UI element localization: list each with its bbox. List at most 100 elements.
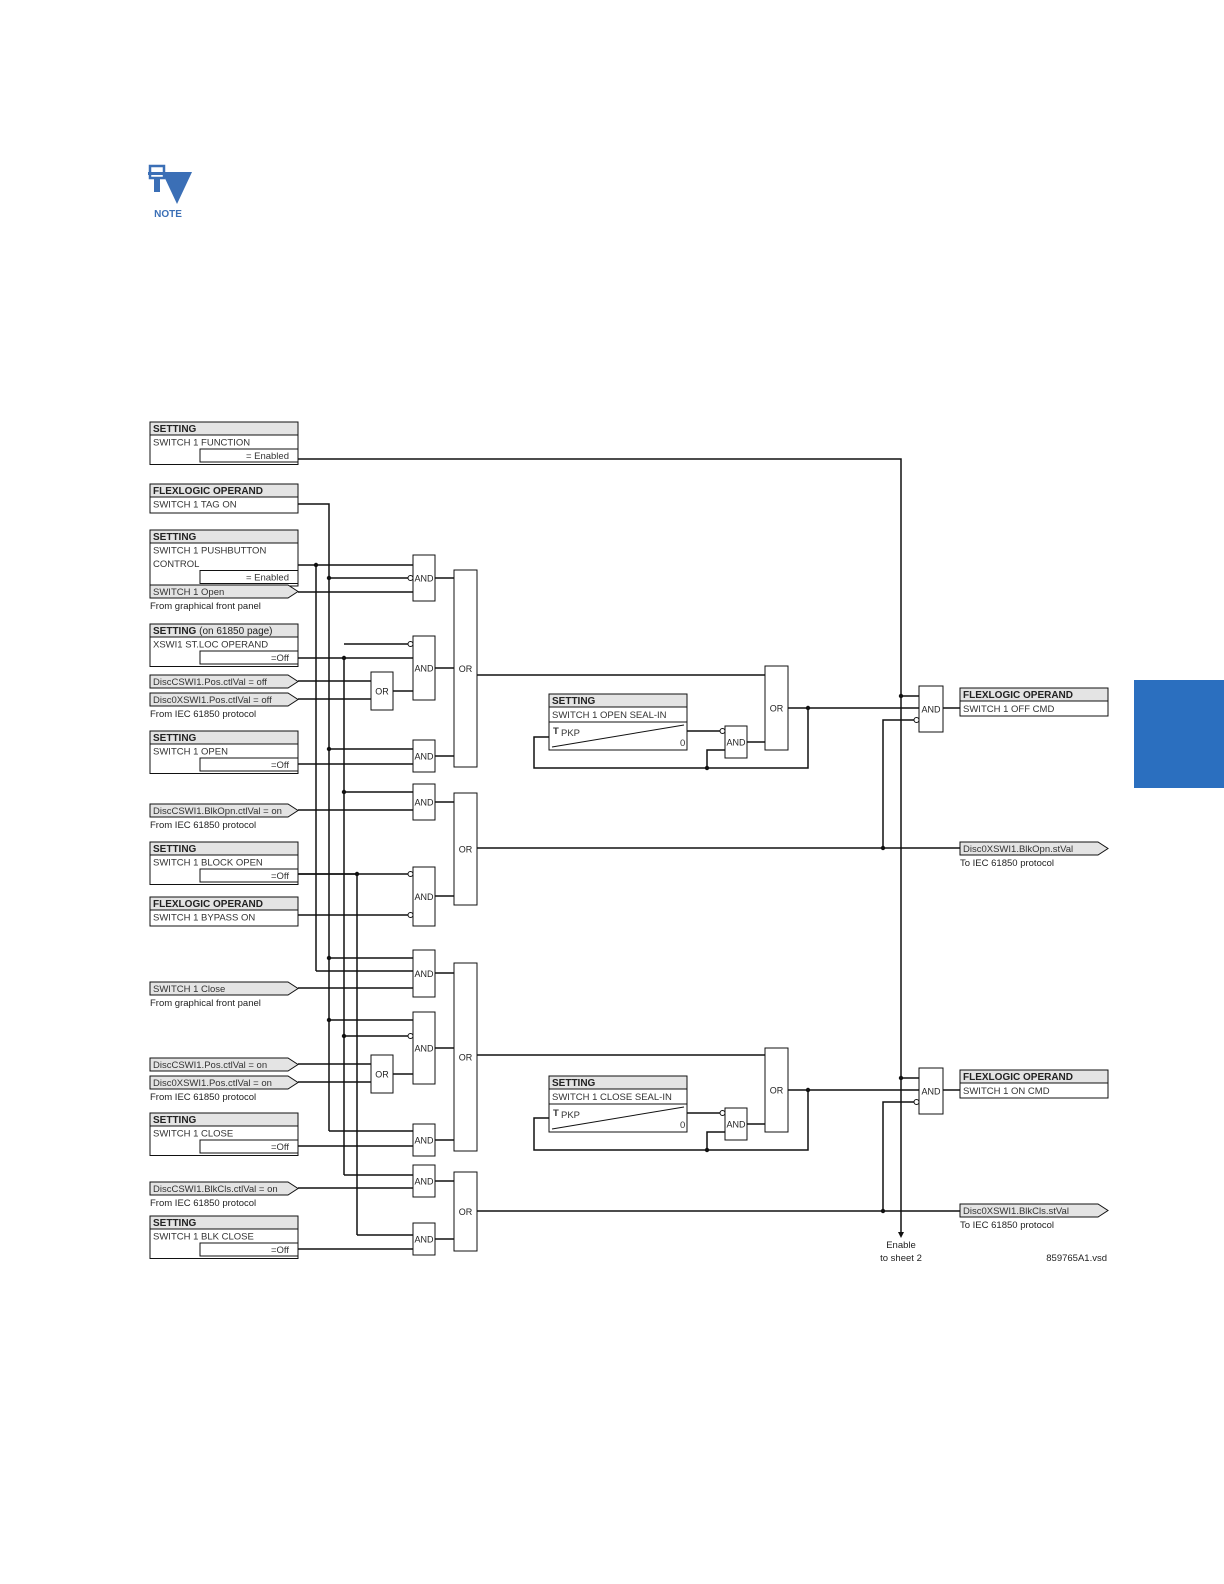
wire <box>533 1090 809 1151</box>
junction-dot <box>326 955 332 961</box>
and-gate-on-cmd-label: AND <box>921 1087 941 1097</box>
note-label: NOTE <box>154 209 182 220</box>
source-note-iec1: From IEC 61850 protocol <box>150 709 256 720</box>
setting-switch1-function-line: SWITCH 1 FUNCTION <box>153 438 250 449</box>
setting-switch1-close-line: SWITCH 1 CLOSE <box>153 1129 233 1140</box>
or-gate-seal-close-label: OR <box>770 1086 784 1096</box>
setting-switch1-function-value-box <box>199 448 299 463</box>
operand-switch1-on-cmd-name: SWITCH 1 ON CMD <box>963 1086 1050 1097</box>
junction-dot <box>341 655 347 661</box>
setting-switch1-pushbutton-control-line: CONTROL <box>153 559 199 570</box>
setting-switch1-block-open-line: SWITCH 1 BLOCK OPEN <box>153 858 263 869</box>
junction-dot <box>313 562 319 568</box>
wire <box>298 503 330 1131</box>
signal-disccswi1-pos-on-text: DiscCSWI1.Pos.ctlVal = on <box>153 1060 267 1071</box>
setting-switch1-pushbutton-control-value-box <box>199 570 299 584</box>
setting-switch1-open-line: SWITCH 1 OPEN <box>153 747 228 758</box>
or-gate-close-label: OR <box>459 1053 473 1063</box>
signal-disccswi1-blkopn-text: DiscCSWI1.BlkOpn.ctlVal = on <box>153 806 282 817</box>
or-gate-open-label: OR <box>459 664 473 674</box>
setting-close-seal-in-timer-t: T <box>553 1108 559 1119</box>
and-gate-5-label: AND <box>414 892 434 902</box>
setting-switch1-close-header-text: SETTING <box>153 1115 197 1126</box>
inverter-bubble <box>407 912 414 918</box>
inverter-bubble <box>407 1033 414 1039</box>
setting-switch1-pushbutton-control-line: SWITCH 1 PUSHBUTTON <box>153 546 266 557</box>
setting-switch1-blk-close-line: SWITCH 1 BLK CLOSE <box>153 1232 254 1243</box>
signal-disccswi1-pos-off-text: DiscCSWI1.Pos.ctlVal = off <box>153 677 267 688</box>
signal-disc0xswi1-pos-off-text: Disc0XSWI1.Pos.ctlVal = off <box>153 695 272 706</box>
setting-open-seal-in-timer-zero: 0 <box>680 738 685 749</box>
setting-xswi1-stloc-operand-line: XSWI1 ST.LOC OPERAND <box>153 640 268 651</box>
signal-disccswi1-blkopn <box>149 803 299 818</box>
junction-dot <box>326 746 332 752</box>
operand-switch1-bypass-on-line: SWITCH 1 BYPASS ON <box>153 913 255 924</box>
inverter-bubble <box>913 717 920 723</box>
or-gate-pos-off-label: OR <box>375 687 389 697</box>
setting-open-seal-in-timer-t: T <box>553 726 559 737</box>
junction-dot <box>326 1017 332 1023</box>
enable-label: to sheet 2 <box>880 1253 922 1264</box>
signal-disccswi1-pos-on <box>149 1057 299 1072</box>
or-gate-block-open <box>453 792 478 906</box>
source-note-gpopen: From graphical front panel <box>150 601 261 612</box>
inverter-bubble <box>407 575 414 581</box>
operand-switch1-bypass-on-header-text: FLEXLOGIC OPERAND <box>153 899 263 910</box>
inverter-bubble <box>407 641 414 647</box>
source-note-iec4: From IEC 61850 protocol <box>150 1198 256 1209</box>
wire <box>298 657 345 1175</box>
signal-switch1-open-gp-text: SWITCH 1 Open <box>153 587 224 598</box>
and-gate-10-label: AND <box>414 1235 434 1245</box>
signal-disccswi1-pos-off <box>149 674 299 689</box>
setting-open-seal-in-name: SWITCH 1 OPEN SEAL-IN <box>552 710 667 721</box>
and-gate-1-label: AND <box>414 574 434 584</box>
source-note-iec3: From IEC 61850 protocol <box>150 1092 256 1103</box>
and-gate-seal-close-label: AND <box>726 1120 746 1130</box>
wire <box>706 749 725 768</box>
junction-dot <box>704 1147 710 1153</box>
and-gate-8-label: AND <box>414 1136 434 1146</box>
inverter-bubble <box>719 1110 726 1116</box>
signal-disc0xswi1-pos-off <box>149 692 299 707</box>
and-gate-2-label: AND <box>414 664 434 674</box>
junction-dot <box>354 871 360 877</box>
or-gate-block-open-label: OR <box>459 845 473 855</box>
and-gate-3-label: AND <box>414 752 434 762</box>
or-gate-seal-open-label: OR <box>770 704 784 714</box>
setting-open-seal-in-timer <box>548 721 688 751</box>
inverter-bubble <box>407 871 414 877</box>
or-gate-block-close-label: OR <box>459 1207 473 1217</box>
junction-dot <box>341 1033 347 1039</box>
signal-disc0xswi1-blkopn-stval <box>959 841 1109 856</box>
setting-switch1-function-header-text: SETTING <box>153 424 197 435</box>
setting-close-seal-in-name: SWITCH 1 CLOSE SEAL-IN <box>552 1092 672 1103</box>
setting-switch1-open-header-text: SETTING <box>153 733 197 744</box>
signal-switch1-open-gp <box>149 584 299 599</box>
wire <box>298 873 358 1235</box>
operand-switch1-on-cmd-header-text: FLEXLOGIC OPERAND <box>963 1072 1073 1083</box>
and-gate-off-cmd-label: AND <box>921 705 941 715</box>
setting-open-seal-in-timer-sub: PKP <box>561 728 580 739</box>
setting-xswi1-stloc-operand-value: =Off <box>271 653 289 664</box>
operand-switch1-on-cmd-header <box>959 1069 1109 1084</box>
setting-close-seal-in-header-text: SETTING <box>552 1078 596 1089</box>
junction-dot <box>704 765 710 771</box>
signal-switch1-close-gp <box>149 981 299 996</box>
setting-switch1-blk-close-value: =Off <box>271 1245 289 1256</box>
setting-switch1-close-value: =Off <box>271 1142 289 1153</box>
setting-switch1-block-open-value-box <box>199 868 299 883</box>
setting-switch1-function-value: = Enabled <box>246 451 289 462</box>
signal-disccswi1-blkcls <box>149 1181 299 1196</box>
wire <box>298 564 317 971</box>
operand-switch1-tag-on-header-text: FLEXLOGIC OPERAND <box>153 486 263 497</box>
or-gate-close <box>453 962 478 1152</box>
operand-switch1-off-cmd-name: SWITCH 1 OFF CMD <box>963 704 1054 715</box>
wire <box>706 1131 725 1150</box>
and-gate-7-label: AND <box>414 1044 434 1054</box>
wire <box>882 1101 914 1211</box>
operand-switch1-tag-on-line: SWITCH 1 TAG ON <box>153 500 237 511</box>
source-note-gpclose: From graphical front panel <box>150 998 261 1009</box>
signal-disccswi1-blkcls-text: DiscCSWI1.BlkCls.ctlVal = on <box>153 1184 278 1195</box>
source-note-iec2: From IEC 61850 protocol <box>150 820 256 831</box>
